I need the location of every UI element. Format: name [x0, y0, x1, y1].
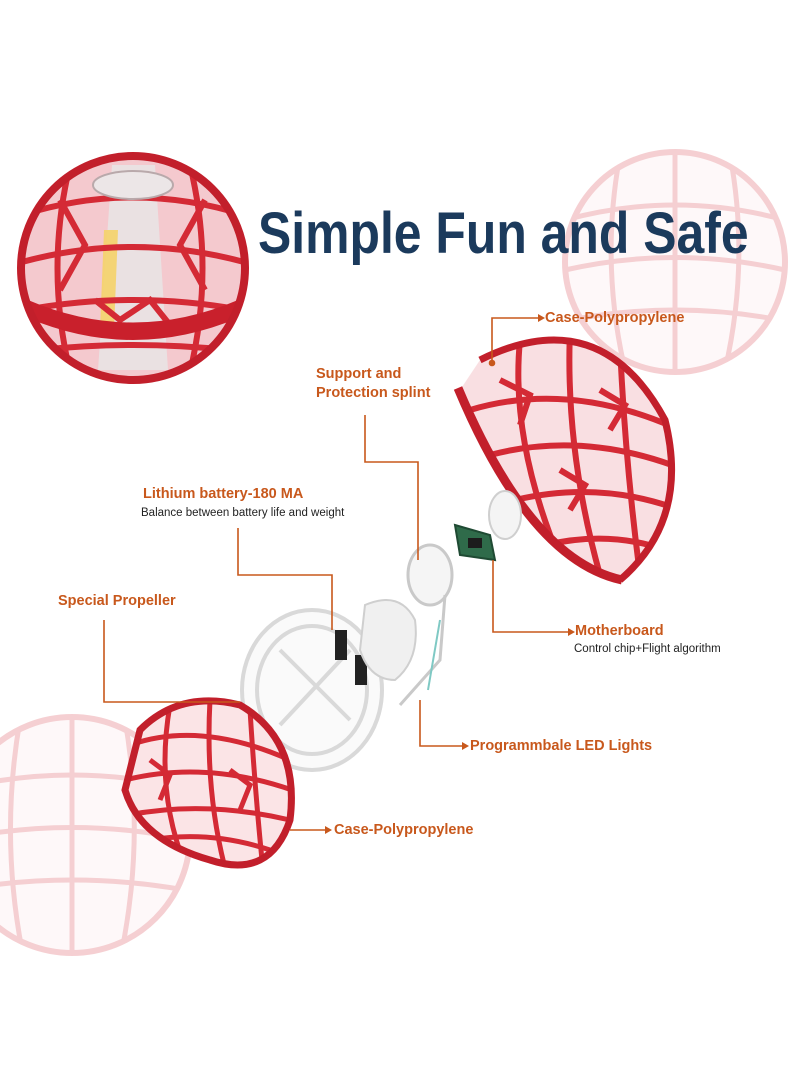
label-propeller: Special Propeller — [58, 593, 176, 609]
leader-propeller — [103, 620, 240, 703]
faded-ball-top-right — [562, 149, 788, 375]
label-led: Programmbale LED Lights — [470, 738, 653, 754]
leader-lines — [103, 317, 568, 831]
support-splint — [398, 543, 454, 706]
assembled-ball — [17, 152, 249, 384]
label-support-line1: Support and — [316, 366, 402, 382]
leader-led — [419, 700, 462, 747]
leader-motherboard — [492, 560, 568, 633]
label-battery-sub: Balance between battery life and weight — [141, 507, 345, 519]
label-battery: Lithium battery-180 MA — [143, 486, 304, 502]
label-support-line2: Protection splint — [316, 385, 431, 401]
leader-case-top — [491, 317, 538, 363]
leader-support — [364, 415, 419, 560]
battery-pack — [335, 599, 417, 685]
label-motherboard-sub: Control chip+Flight algorithm — [574, 643, 721, 655]
label-motherboard: Motherboard — [575, 623, 664, 639]
bottom-case-dome — [121, 697, 295, 869]
top-case-dome — [453, 336, 676, 585]
label-case-bottom: Case-Polypropylene — [334, 822, 474, 838]
leader-battery — [237, 528, 333, 630]
motherboard-board — [453, 523, 497, 562]
headline: Simple Fun and Safe — [258, 201, 749, 266]
label-case-top: Case-Polypropylene — [545, 310, 685, 326]
leader-arrows — [325, 314, 575, 834]
